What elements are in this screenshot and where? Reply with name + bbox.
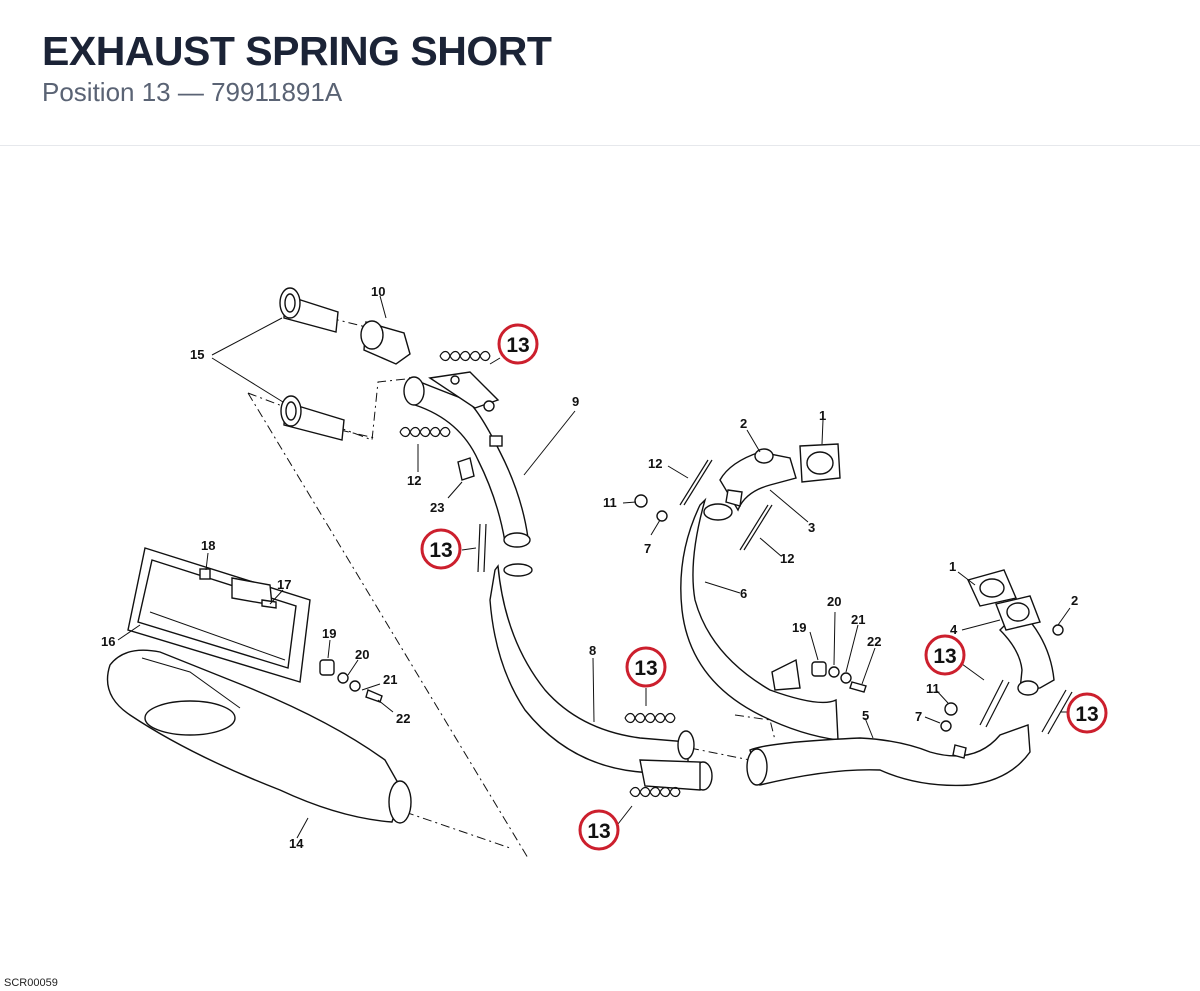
spring-13a <box>439 350 491 362</box>
highlight-callout-13[interactable]: 13 <box>578 809 620 851</box>
label-20a: 20 <box>355 647 369 662</box>
label-12b: 12 <box>648 456 662 471</box>
label-23: 23 <box>430 500 444 515</box>
highlight-callout-13[interactable]: 13 <box>497 323 539 365</box>
highlight-callout-13[interactable]: 13 <box>625 646 667 688</box>
front-flange-upper <box>799 443 841 483</box>
callout-label: 13 <box>634 657 657 680</box>
exhaust-diagram: 10 15 9 12 23 18 17 16 19 20 21 22 14 8 … <box>101 284 1108 859</box>
callout-label: 13 <box>1075 703 1098 726</box>
label-1a: 1 <box>819 408 826 423</box>
label-16: 16 <box>101 634 115 649</box>
assembly-boundary <box>247 377 529 859</box>
spring-13b <box>477 523 487 573</box>
front-elbow-upper <box>719 448 797 512</box>
label-6: 6 <box>740 586 747 601</box>
label-7b: 7 <box>915 709 922 724</box>
rear-pipe-lower <box>489 563 713 791</box>
label-20b: 20 <box>827 594 841 609</box>
label-4: 4 <box>950 622 958 637</box>
label-7a: 7 <box>644 541 651 556</box>
exhaust-sleeve <box>360 320 411 365</box>
diagram-code: SCR00059 <box>4 977 58 989</box>
spring-12a <box>399 426 451 438</box>
spring-12b <box>679 459 713 506</box>
front-fasteners <box>811 661 867 693</box>
label-12c: 12 <box>780 551 794 566</box>
highlight-callout-13[interactable]: 13 <box>420 528 462 570</box>
callout-label: 13 <box>429 539 452 562</box>
muffler <box>106 649 412 824</box>
spring-13d <box>629 786 681 798</box>
callout-label: 13 <box>933 645 956 668</box>
label-12a: 12 <box>407 473 421 488</box>
front-elbow-lower <box>999 609 1055 696</box>
spring-13e <box>979 679 1010 728</box>
collector-pipe <box>746 724 1031 787</box>
label-10: 10 <box>371 284 385 299</box>
spring-12c <box>739 504 773 551</box>
muffler-axis <box>404 811 511 849</box>
label-15: 15 <box>190 347 204 362</box>
spring-13c <box>624 712 676 724</box>
label-11a: 11 <box>603 495 617 510</box>
front-flange-lower <box>967 569 1041 631</box>
page-title: EXHAUST SPRING SHORT <box>42 28 552 74</box>
page-header: EXHAUST SPRING SHORT Position 13 — 79911… <box>0 0 1200 146</box>
rear-pipe-upper <box>403 371 531 548</box>
guard-bracket <box>199 568 277 609</box>
label-22b: 22 <box>867 634 881 649</box>
label-19b: 19 <box>792 620 806 635</box>
label-21a: 21 <box>383 672 397 687</box>
callout-label: 13 <box>506 334 529 357</box>
silencer-tip-lower <box>280 395 345 441</box>
label-3: 3 <box>808 520 815 535</box>
page-subtitle: Position 13 — 79911891A <box>42 77 343 107</box>
label-1b: 1 <box>949 559 956 574</box>
front-pipe <box>680 497 839 741</box>
label-18: 18 <box>201 538 215 553</box>
highlight-callout-13[interactable]: 13 <box>924 634 966 676</box>
label-21b: 21 <box>851 612 865 627</box>
nipple-left <box>634 494 668 522</box>
callout-label: 13 <box>587 820 610 843</box>
label-5: 5 <box>862 708 869 723</box>
pipe-clip <box>457 457 475 481</box>
label-8: 8 <box>589 643 596 658</box>
nipple-right <box>940 702 958 732</box>
label-19a: 19 <box>322 626 336 641</box>
label-2b: 2 <box>1071 593 1078 608</box>
silencer-tip-upper <box>279 287 339 333</box>
highlight-callout-13[interactable]: 13 <box>1066 692 1108 734</box>
label-9: 9 <box>572 394 579 409</box>
label-22a: 22 <box>396 711 410 726</box>
label-14: 14 <box>289 836 304 851</box>
nut <box>1052 624 1064 636</box>
spring-13f <box>1041 689 1073 735</box>
rear-fasteners <box>319 659 383 703</box>
label-17: 17 <box>277 577 291 592</box>
label-11b: 11 <box>926 681 940 696</box>
label-2a: 2 <box>740 416 747 431</box>
